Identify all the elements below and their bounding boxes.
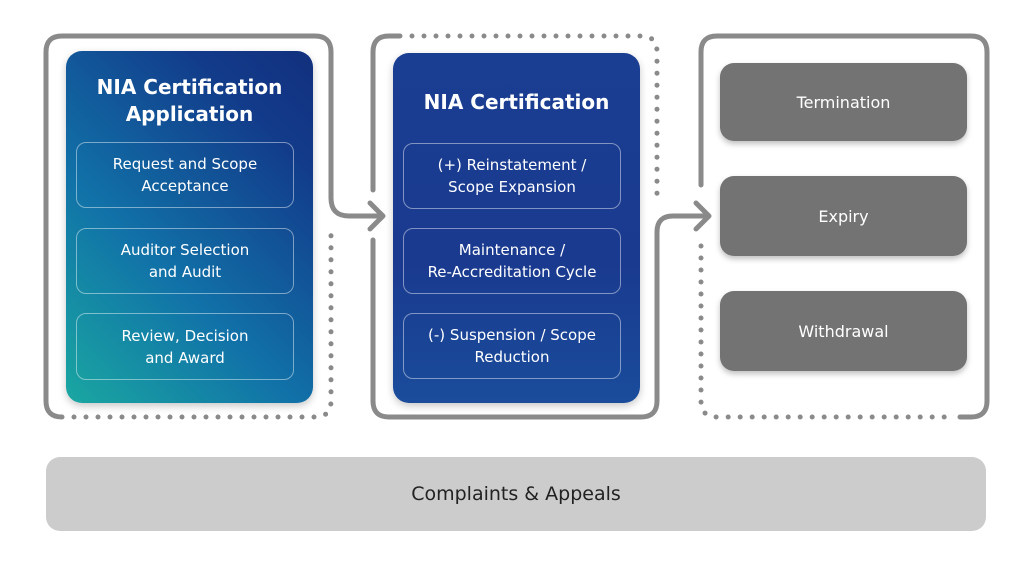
step-review-decision-award: Review, Decision and Award [76,313,294,380]
step-request-scope-acceptance: Request and Scope Acceptance [76,142,294,208]
outcome-withdrawal: Withdrawal [720,291,967,371]
application-stage-card: NIA Certification Application Request an… [66,51,313,403]
arrow-to-outcomes [654,200,712,253]
step-suspension-scope-reduction: (-) Suspension / Scope Reduction [403,313,621,379]
step-reinstatement-scope-expansion: (+) Reinstatement / Scope Expansion [403,143,621,209]
certification-stage-title: NIA Certification [423,90,610,114]
complaints-appeals-label: Complaints & Appeals [411,483,621,505]
arrow-to-certification [328,195,386,232]
outcome-termination: Termination [720,63,967,141]
complaints-appeals-bar: Complaints & Appeals [46,457,986,531]
outcome-expiry: Expiry [720,176,967,256]
step-maintenance-reaccreditation: Maintenance / Re-Accreditation Cycle [403,228,621,294]
application-stage-title: NIA Certification Application [96,75,283,126]
certification-stage-card: NIA Certification (+) Reinstatement / Sc… [393,53,640,403]
step-auditor-selection-audit: Auditor Selection and Audit [76,228,294,294]
